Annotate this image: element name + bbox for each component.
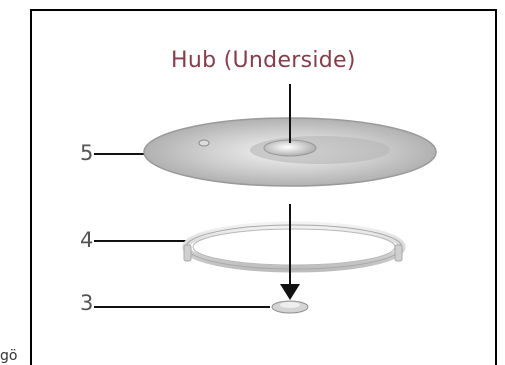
label-4: 4 bbox=[80, 228, 94, 252]
assembly-arrow-head bbox=[280, 284, 300, 300]
hub-underside-label: Hub (Underside) bbox=[171, 48, 356, 73]
diagram-frame bbox=[30, 9, 497, 365]
part-4-ring bbox=[182, 221, 406, 273]
label-3: 3 bbox=[80, 291, 94, 315]
part-3-small-part bbox=[271, 300, 309, 314]
partial-edge-text: gö bbox=[0, 348, 18, 364]
label-5: 5 bbox=[80, 141, 94, 165]
